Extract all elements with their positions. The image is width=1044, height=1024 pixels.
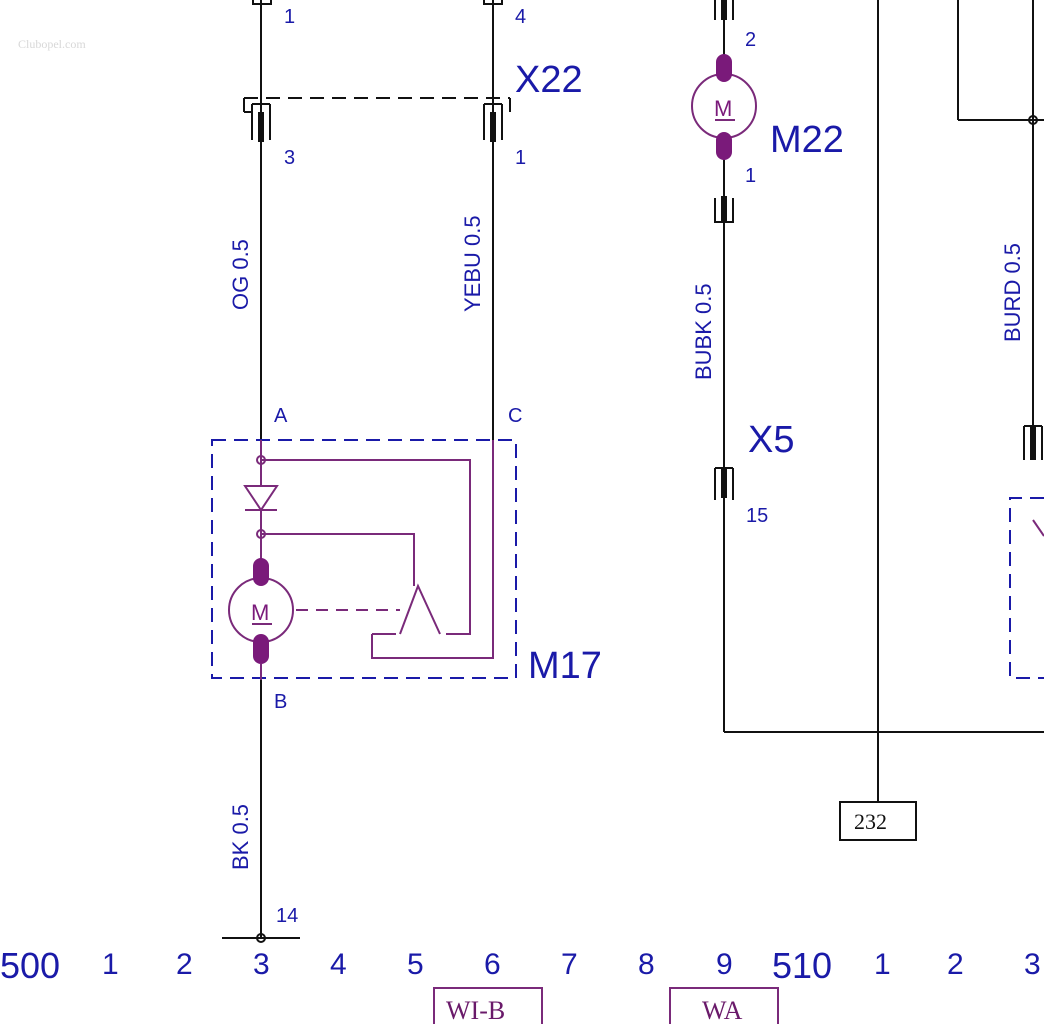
watermark: Clubopel.com: [18, 37, 86, 51]
ruler-tick: 8: [638, 948, 655, 981]
right-partial-circuit: [957, 0, 1044, 679]
m22-pin-bottom: 1: [745, 165, 756, 187]
svg-text:M: M: [714, 96, 732, 121]
x22-connector: X22 1 4 3 1: [243, 0, 583, 169]
ruler-tick: 3: [1024, 948, 1041, 981]
ruler-tick: 9: [716, 948, 733, 981]
wire-label-og: OG 0.5: [228, 239, 253, 310]
zone-label: WA: [702, 996, 743, 1024]
m22-component: 2 M M22 1: [691, 0, 844, 732]
m17-pin-a: A: [274, 405, 288, 427]
grid-ruler: 500 1 2 3 4 5 6 7 8 9 510 1 2 3: [0, 945, 1041, 986]
ruler-start: 500: [0, 945, 60, 986]
x22-label: X22: [515, 59, 583, 101]
x5-pin: 15: [746, 505, 768, 527]
zone-label: WI-B: [446, 996, 505, 1024]
x5-connector: X5 15: [714, 419, 794, 527]
reference-box: [839, 801, 917, 841]
ruler-tick: 3: [253, 948, 270, 981]
m22-pin-top: 2: [745, 29, 756, 51]
x22-right-bottom-pin: 1: [515, 147, 526, 169]
wire-label-bubk: BUBK 0.5: [691, 283, 716, 380]
ruler-tick: 2: [176, 948, 193, 981]
m17-component: A C B M17 M: [211, 405, 602, 713]
ruler-tick: 6: [484, 948, 501, 981]
x22-left-bottom-pin: 3: [284, 147, 295, 169]
svg-text:M: M: [251, 600, 269, 625]
m17-label: M17: [528, 645, 602, 687]
ruler-tick: 4: [330, 948, 347, 981]
ruler-tick: 1: [874, 948, 891, 981]
x5-label: X5: [748, 419, 794, 461]
zone-boxes: WI-B WA: [433, 987, 779, 1024]
ruler-tick: 7: [561, 948, 578, 981]
diode-icon: [243, 485, 279, 512]
ruler-tick: 5: [407, 948, 424, 981]
m22-label: M22: [770, 119, 844, 161]
wire-label-bk: BK 0.5: [228, 804, 253, 870]
wire-label-burd: BURD 0.5: [1000, 243, 1025, 342]
switch-icon: [399, 583, 441, 635]
x22-right-top-pin: 4: [515, 6, 526, 28]
ruler-mid: 510: [772, 945, 832, 986]
ruler-tick: 1: [102, 948, 119, 981]
m17-motor-icon: M: [228, 558, 294, 664]
wire-label-yebu: YEBU 0.5: [460, 215, 485, 312]
ground-pin: 14: [276, 905, 298, 927]
ruler-tick: 2: [947, 948, 964, 981]
reference-box-label: 232: [854, 809, 887, 834]
m17-pin-b: B: [274, 691, 287, 713]
m17-pin-c: C: [508, 405, 522, 427]
x22-left-top-pin: 1: [284, 6, 295, 28]
